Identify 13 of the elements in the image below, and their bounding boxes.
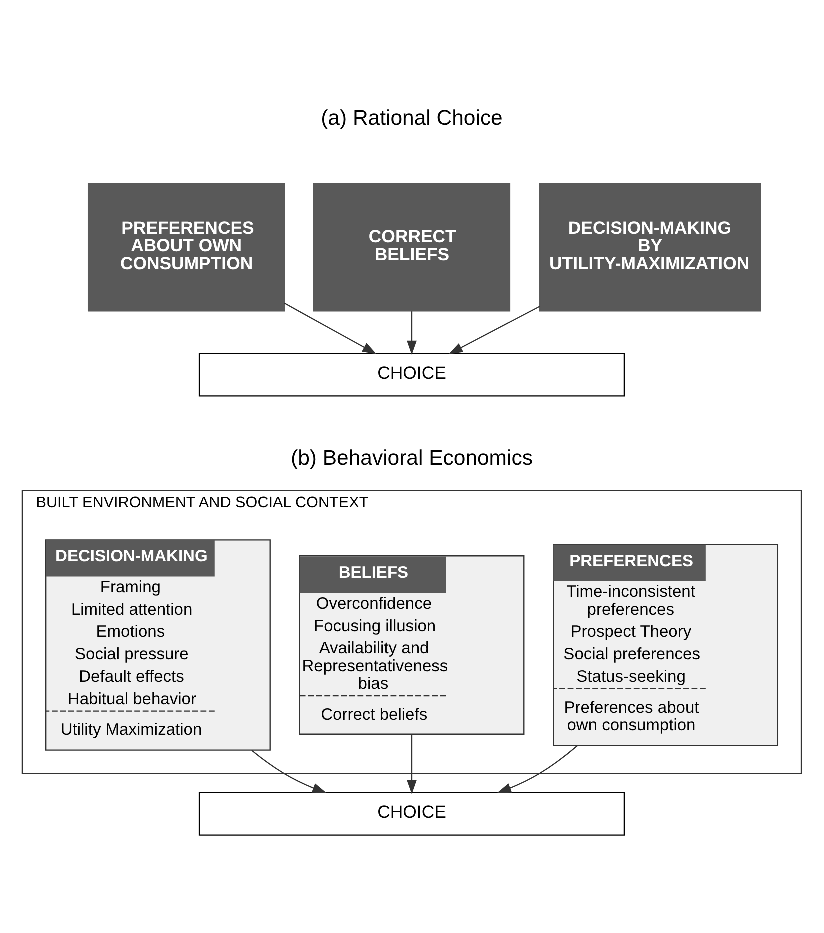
node-box: PREFERENCES ABOUT OWN CONSUMPTION xyxy=(88,182,286,312)
node-box: DECISION-MAKING BY UTILITY-MAXIMIZATION xyxy=(539,182,762,312)
node-box: CORRECT BELIEFS xyxy=(313,182,511,312)
node-box: CHOICE xyxy=(198,352,626,396)
arrow xyxy=(497,744,578,793)
arrow xyxy=(284,302,377,354)
arrow xyxy=(407,734,417,794)
label: (b) Behavioral Economics xyxy=(291,446,533,470)
label: (a) Rational Choice xyxy=(321,106,503,130)
arrow xyxy=(407,311,417,355)
node-box: CHOICE xyxy=(198,792,626,836)
arrow xyxy=(448,306,540,354)
arrow xyxy=(252,750,327,793)
